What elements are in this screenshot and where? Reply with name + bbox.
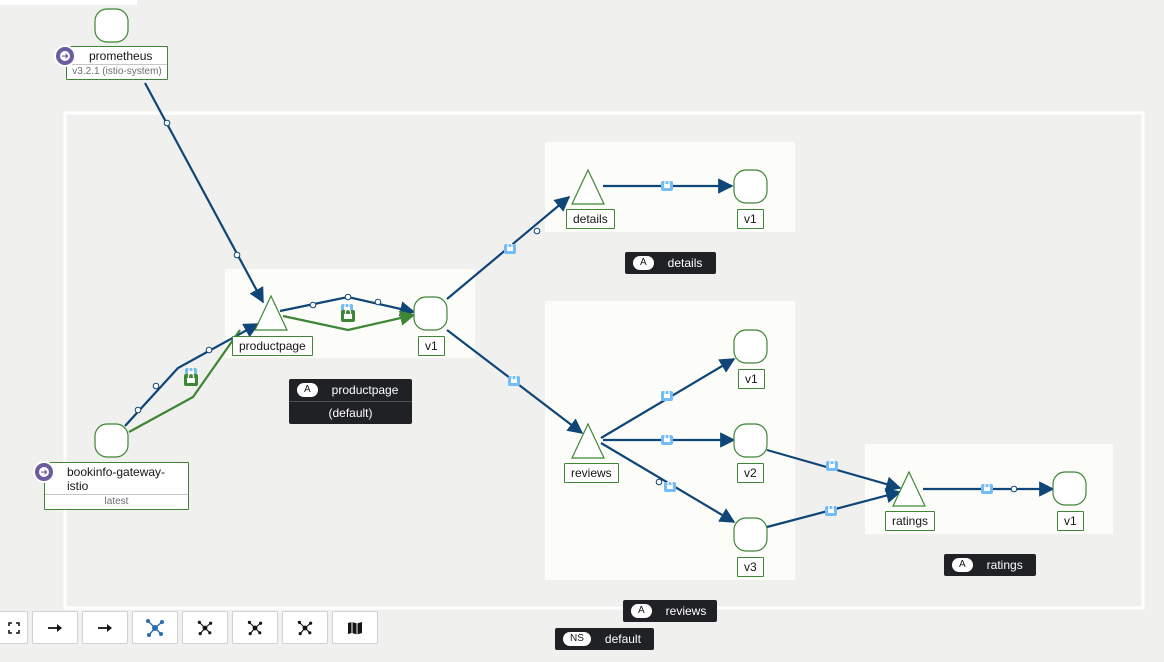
edge-gateway-productpage-tcp[interactable] [128,329,241,433]
node-bookinfo-gateway[interactable] [94,423,129,458]
lock-icon [507,374,521,387]
node-productpage-service[interactable] [254,294,288,331]
layout-5-button[interactable] [282,611,328,644]
lock-icon [824,504,838,517]
lock-icon [980,482,994,495]
node-ratings-v1[interactable] [1052,471,1087,506]
node-label-prometheus[interactable]: prometheus v3.2.1 (istio-system) [66,46,168,80]
layout-default-button[interactable] [32,611,78,644]
box-name: reviews [665,604,707,618]
node-reviews-service[interactable] [571,422,605,459]
fullscreen-button[interactable] [0,611,28,644]
service-entry-icon: ➜ [54,45,76,67]
layout-2-button[interactable] [132,611,178,644]
topology-icon [297,620,313,635]
node-label-productpage[interactable]: productpage [232,336,313,356]
namespace-box-default[interactable] [63,111,1145,610]
box-namespace: (default) [328,406,373,420]
edge-gateway-productpage-http[interactable] [124,323,260,427]
service-entry-icon: ➜ [33,461,55,483]
box-label-namespace[interactable]: NS default [555,628,654,650]
node-label-ratings[interactable]: ratings [885,511,936,531]
top-panel-edge [0,0,137,5]
lock-icon [825,459,839,472]
namespace-badge: NS [563,632,591,646]
lock-icon [663,480,677,493]
lock-icon [660,433,674,446]
box-name: ratings [986,558,1023,572]
node-details-v1[interactable] [733,169,768,204]
node-label-reviews-v1[interactable]: v1 [738,369,765,389]
legend-button[interactable] [332,611,378,644]
node-name: bookinfo-gateway-istio [67,465,166,493]
node-productpage-v1[interactable] [413,296,448,331]
app-badge: A [633,256,654,270]
node-label-ratings-v1[interactable]: v1 [1057,511,1084,531]
node-version: latest [45,494,188,509]
node-label-reviews-v3[interactable]: v3 [737,557,764,577]
expand-icon [7,621,20,634]
layout-1-button[interactable] [82,611,128,644]
lock-icon [503,242,517,255]
node-reviews-v3[interactable] [733,517,768,552]
traffic-dots [134,119,1018,493]
node-label-details[interactable]: details [566,209,615,229]
app-badge: A [631,604,652,618]
edge-productpage-v1-tcp[interactable] [282,310,416,332]
map-icon [348,621,362,634]
node-version: v3.2.1 (istio-system) [67,64,167,79]
app-badge: A [297,383,318,397]
node-reviews-v1[interactable] [733,329,768,364]
node-label-reviews-v2[interactable]: v2 [737,463,764,483]
lock-icon [183,372,199,387]
nodes [94,8,1087,552]
node-label-gateway[interactable]: bookinfo-gateway-istio latest [44,462,189,510]
node-label-details-v1[interactable]: v1 [737,209,764,229]
layout-4-button[interactable] [232,611,278,644]
node-label-reviews[interactable]: reviews [564,463,619,483]
arrow-right-icon [48,623,62,632]
node-details-service[interactable] [571,168,605,205]
box-name: details [667,256,703,270]
edge-prometheus-productpage[interactable] [144,82,264,304]
lock-icon [660,179,674,192]
box-name: productpage [331,383,399,397]
node-ratings-service[interactable] [892,470,926,507]
lock-icon [660,389,674,402]
box-name: default [604,632,641,646]
topology-icon [197,620,213,635]
layout-3-button[interactable] [182,611,228,644]
topology-icon [247,620,263,635]
lock-icon [340,308,356,323]
node-prometheus[interactable] [94,8,129,43]
node-name: prometheus [89,49,153,63]
node-label-productpage-v1[interactable]: v1 [418,336,445,356]
arrow-right-icon [98,623,112,632]
topology-icon [146,618,164,637]
graph-toolbar [0,611,382,644]
node-reviews-v2[interactable] [733,423,768,458]
app-badge: A [952,558,973,572]
